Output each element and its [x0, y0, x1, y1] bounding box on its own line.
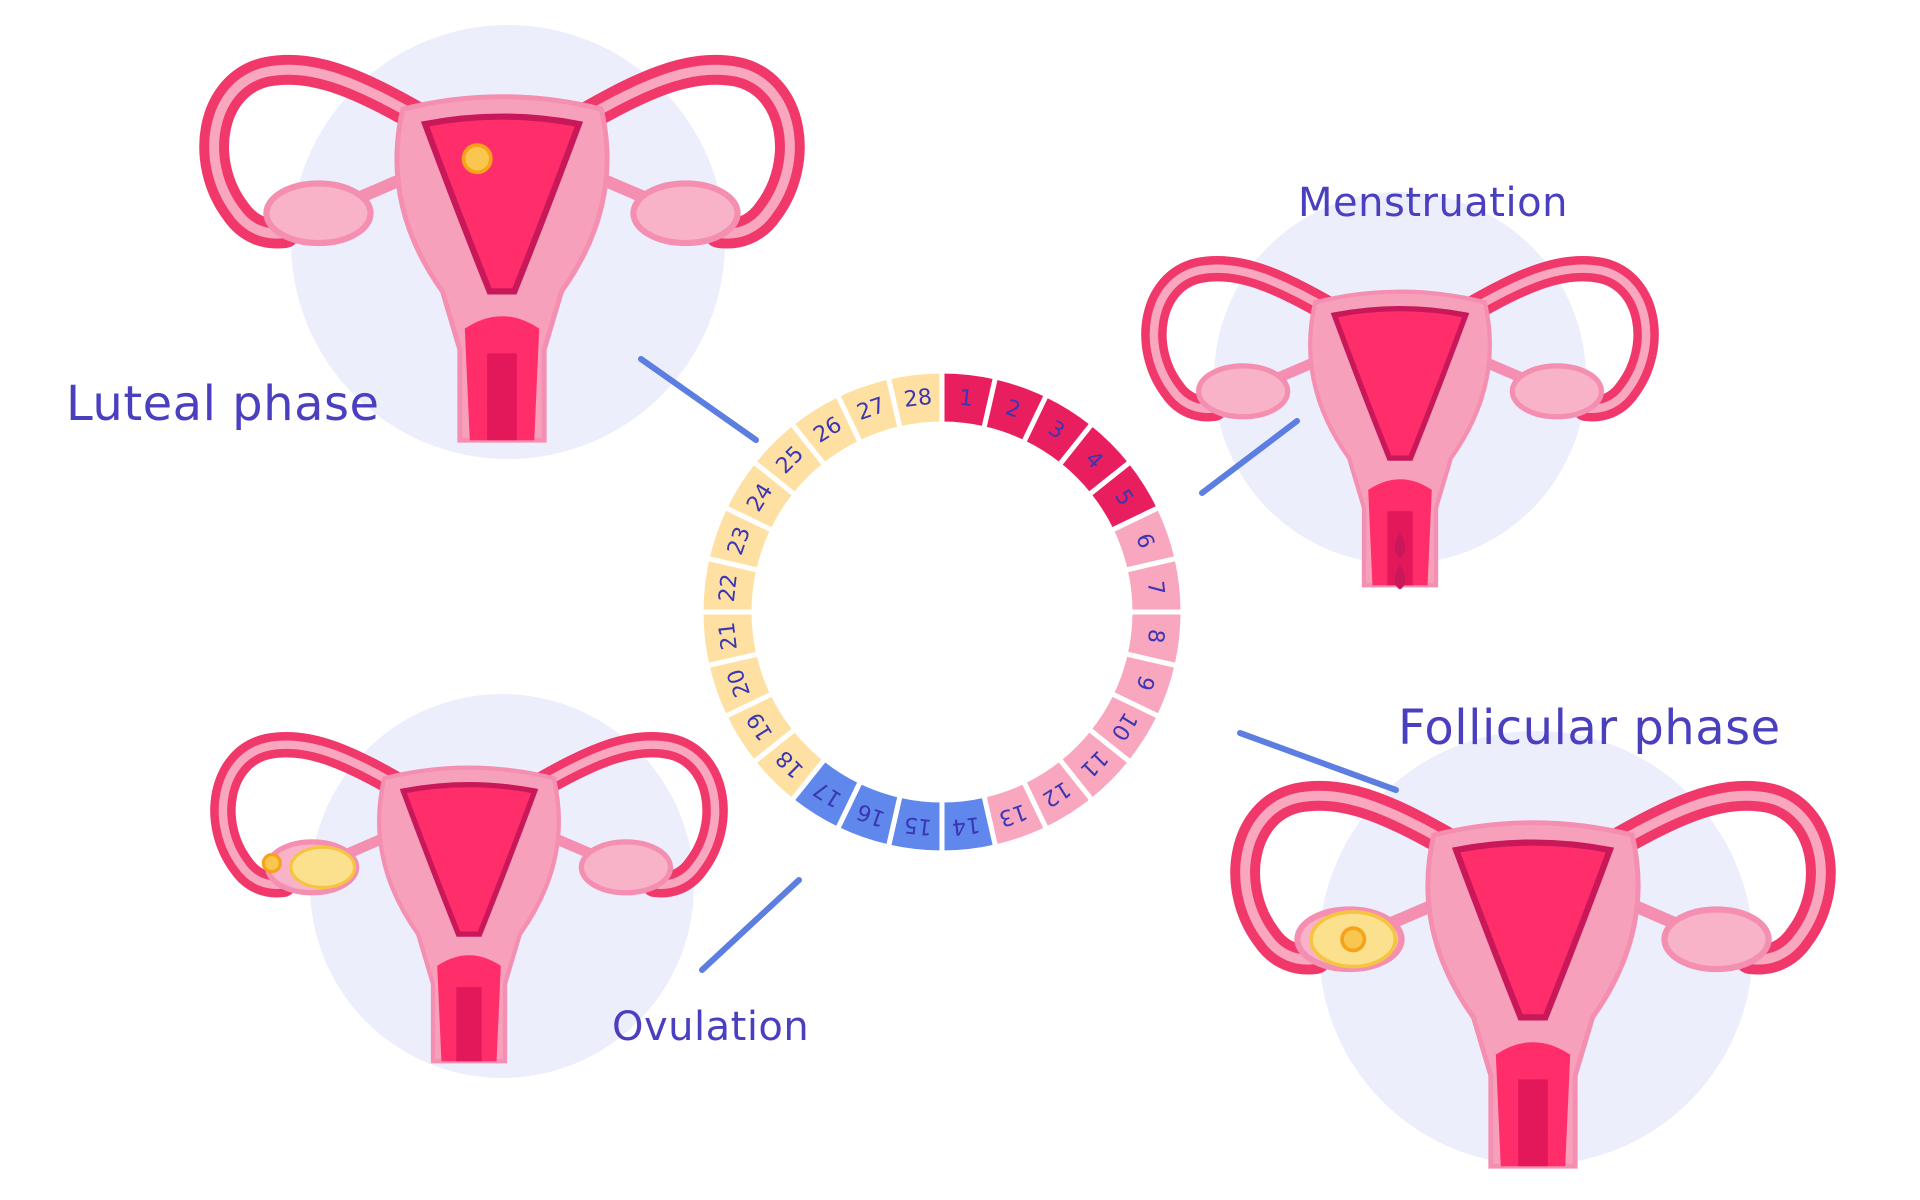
label-ovulation: Ovulation [612, 1004, 810, 1050]
blood-drop-icon [1394, 564, 1406, 590]
follicular-connector [1237, 730, 1399, 793]
egg-icon [461, 143, 493, 175]
day-label: 22 [715, 573, 743, 604]
day-label: 1 [958, 386, 975, 412]
released-egg-icon [261, 853, 282, 874]
label-menstruation: Menstruation [1298, 180, 1568, 226]
label-luteal-phase: Luteal phase [66, 376, 380, 432]
uterus-luteal-illustration [214, 70, 790, 440]
uterus-follicular-illustration [1245, 796, 1821, 1166]
follicle-icon [1340, 926, 1367, 953]
day-label: 15 [903, 811, 934, 839]
day-label: 8 [1142, 628, 1168, 645]
day-label: 14 [951, 811, 982, 839]
luteal-connector [638, 356, 759, 443]
blood-drop-icon [1394, 532, 1406, 558]
menstruation-connector [1199, 418, 1300, 496]
uterus-ovulation-illustration [223, 745, 715, 1062]
label-follicular-phase: Follicular phase [1398, 700, 1781, 756]
day-label: 21 [715, 621, 743, 652]
day-segment-luteal [885, 368, 945, 432]
day-label: 7 [1142, 580, 1168, 597]
uterus-menstruation-illustration [1154, 269, 1646, 590]
ovulation-connector [699, 877, 802, 973]
day-label: 28 [903, 385, 934, 413]
